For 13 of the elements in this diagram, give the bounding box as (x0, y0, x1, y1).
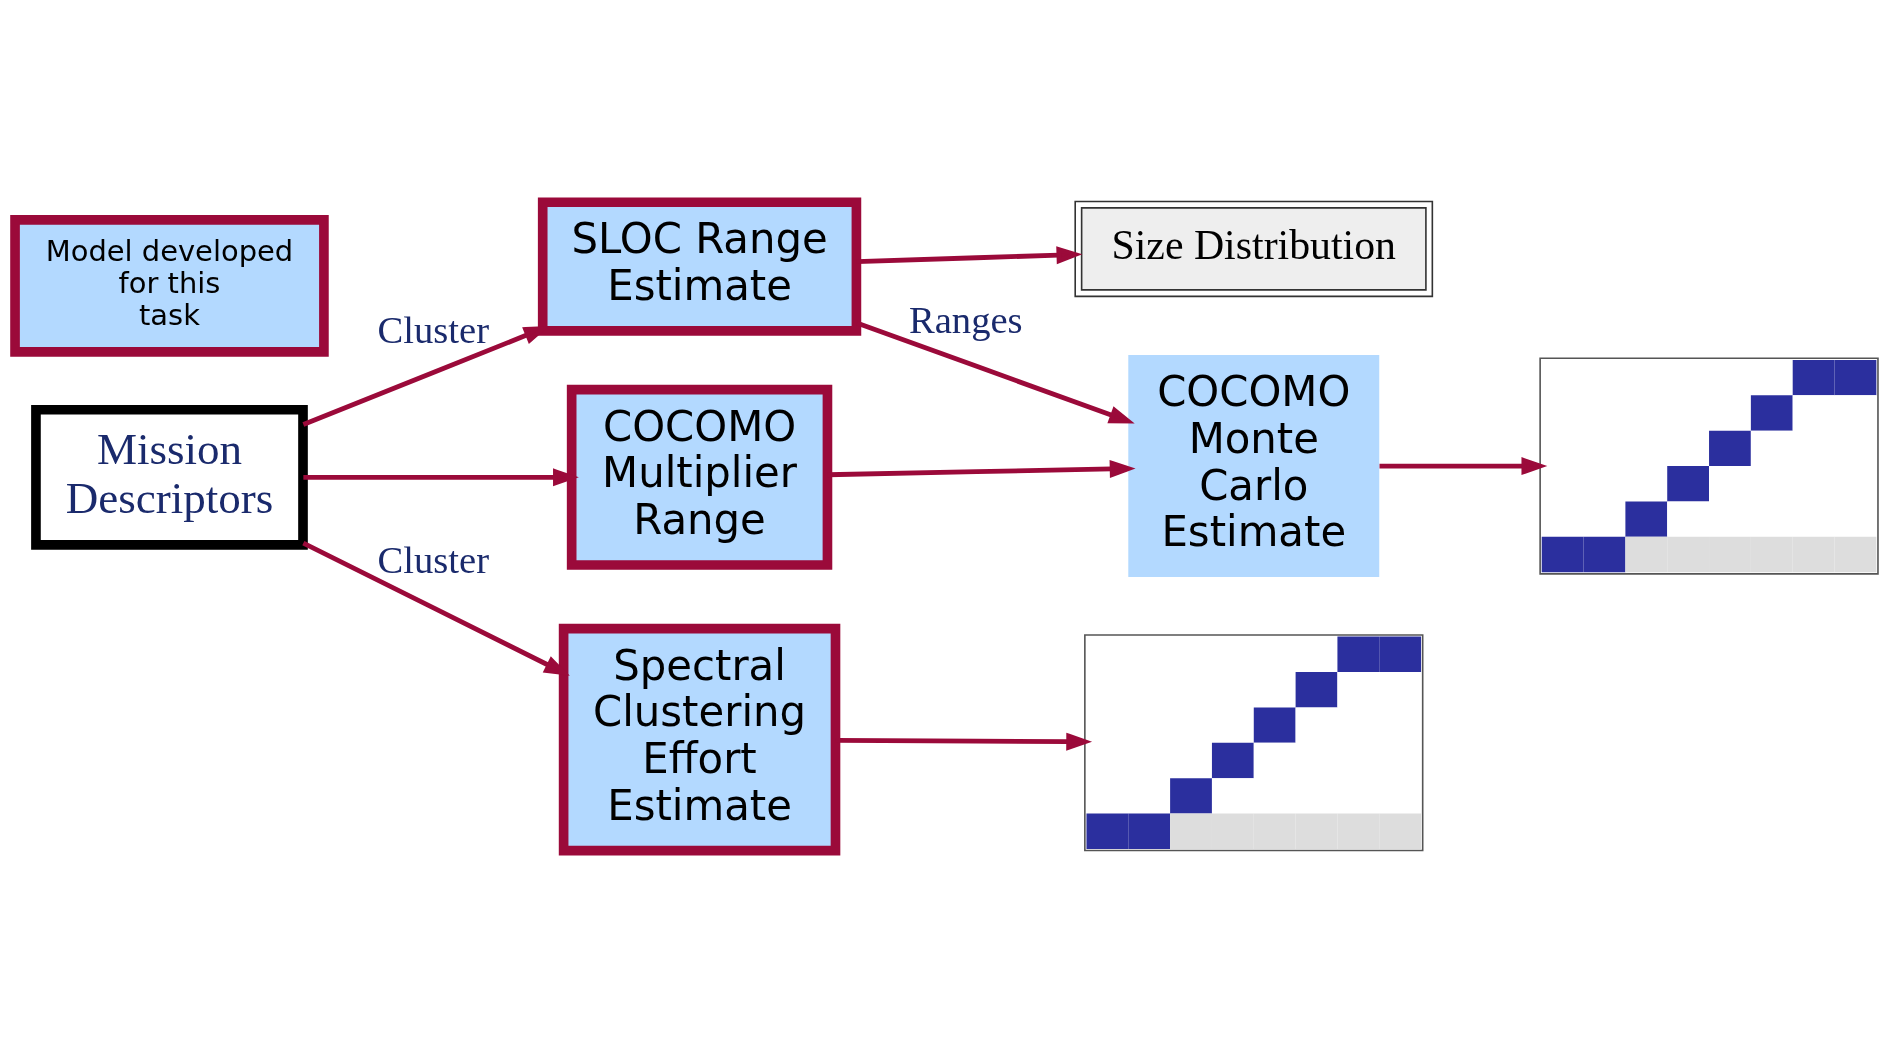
arrow (1379, 457, 1548, 476)
node-box: COCOMO Monte Carlo Estimate (1128, 355, 1380, 578)
node-box: Mission Descriptors (31, 404, 308, 550)
arrow (303, 468, 579, 487)
node-box: Size Distribution (1074, 200, 1434, 298)
edge-label: Cluster (377, 538, 490, 581)
edge-label: Ranges (908, 298, 1023, 341)
node-box: SLOC Range Estimate (537, 197, 862, 336)
edge-label: Cluster (377, 308, 490, 351)
node-box: Spectral Clustering Effort Estimate (558, 623, 841, 856)
node-box: Model developed for this task (10, 215, 329, 357)
node-box: COCOMO Multiplier Range (566, 384, 833, 570)
arrow (302, 541, 570, 676)
